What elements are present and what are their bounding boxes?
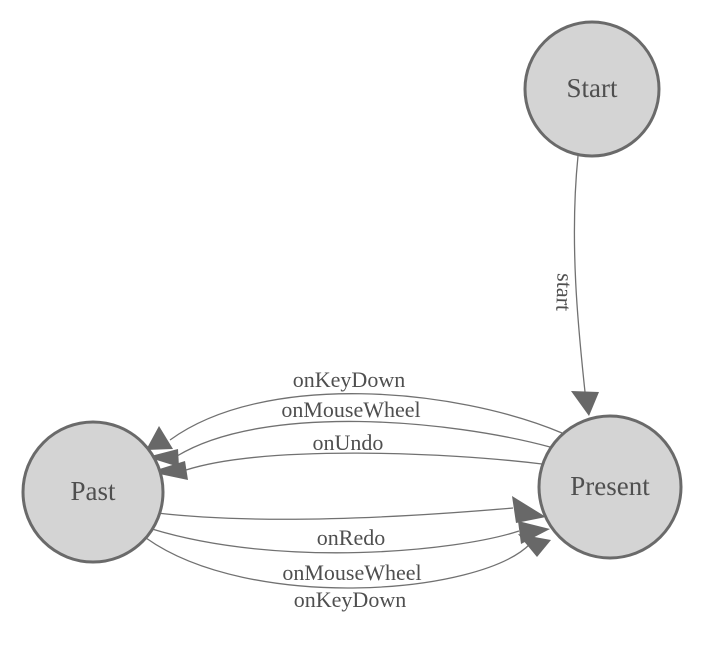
arrowhead-start-to-present (571, 391, 599, 416)
arrowhead-onkeydown-at-present (518, 534, 551, 557)
edge-label-onmousewheel-top: onMouseWheel (281, 397, 420, 422)
edge-label-onkeydown-bottom: onKeyDown (294, 587, 406, 612)
edge-present-to-past-onundo (185, 452, 543, 471)
arrowhead-group (146, 391, 599, 557)
edge-label-onredo: onRedo (317, 525, 385, 550)
edge-label-group: start onKeyDown onMouseWheel onUndo onRe… (281, 273, 577, 612)
node-past-label: Past (70, 476, 116, 506)
node-start-circle (523, 20, 661, 158)
edge-present-to-past-onmousewheel (176, 420, 551, 457)
node-start-label: Start (567, 73, 618, 103)
node-past-circle (21, 420, 165, 564)
arrowhead-onredo-at-present (512, 496, 546, 523)
edge-label-start: start (551, 273, 577, 312)
edge-past-to-present-onredo (156, 507, 514, 520)
node-past: Past (21, 420, 165, 564)
node-present-label: Present (570, 471, 650, 501)
arrowhead-onundo-at-past (150, 461, 188, 480)
edge-label-onmousewheel-bottom: onMouseWheel (282, 560, 421, 585)
edge-start-to-present (573, 155, 586, 393)
arrowhead-onmousewheel-at-past (147, 449, 179, 467)
edge-present-to-past-onkeydown (169, 393, 563, 441)
edge-label-onundo: onUndo (313, 430, 384, 455)
edge-past-to-present-onmousewheel (151, 528, 520, 554)
node-present: Present (537, 414, 683, 560)
edge-past-to-present-onkeydown (145, 537, 531, 589)
edge-group (145, 155, 586, 589)
arrowhead-onkeydown-at-past (146, 426, 173, 450)
edge-label-onkeydown-top: onKeyDown (293, 367, 405, 392)
node-present-circle (537, 414, 683, 560)
node-start: Start (523, 20, 661, 158)
